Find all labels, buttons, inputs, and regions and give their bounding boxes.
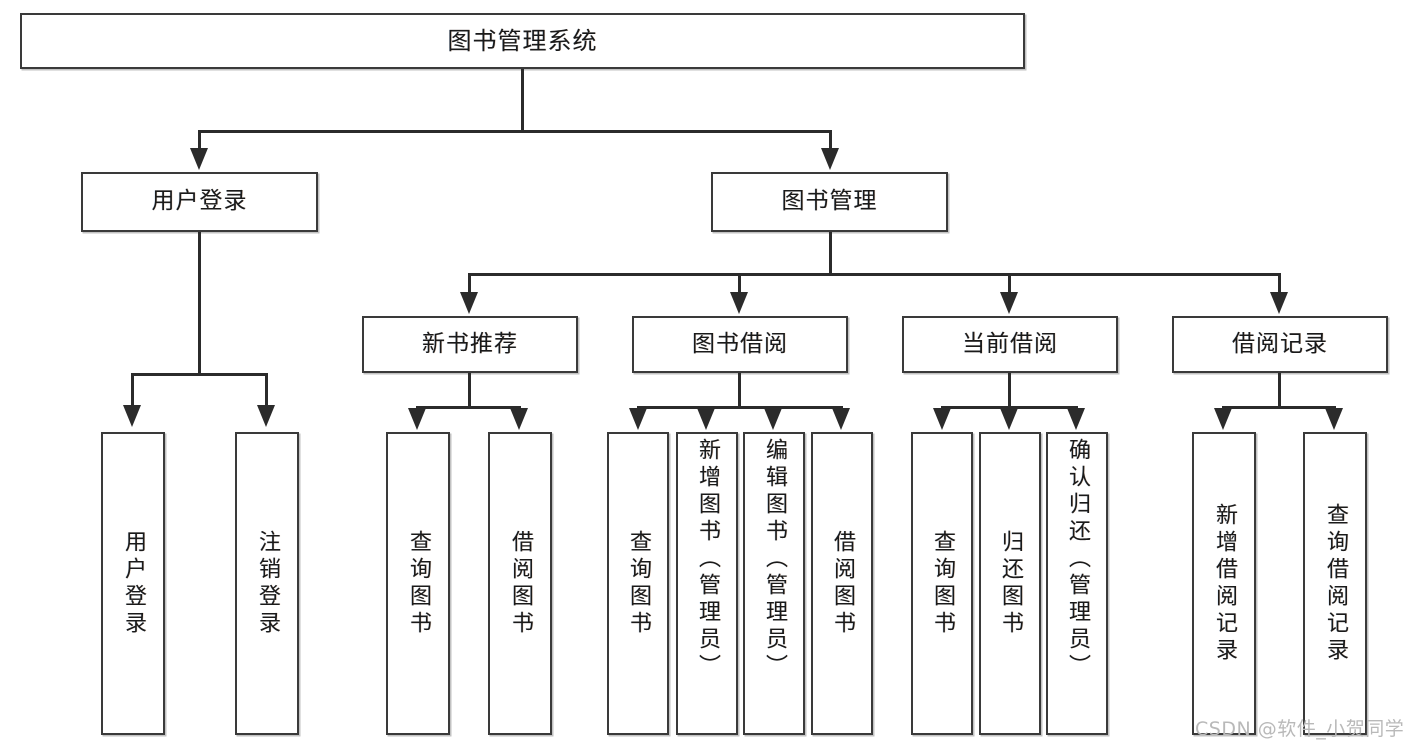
connector-to-book-borrow xyxy=(738,273,741,295)
arrowhead-book-borrow-1 xyxy=(629,408,647,430)
connector-book-management-stem xyxy=(829,232,832,274)
arrowhead-current-borrow-2 xyxy=(1000,408,1018,430)
node-label: 编辑图书（管理员） xyxy=(762,438,787,681)
node-label: 查询图书 xyxy=(406,529,431,638)
connector-current-borrow-stem xyxy=(1008,373,1011,407)
leaf-add-borrow-record[interactable]: 新增借阅记录 xyxy=(1192,432,1256,735)
leaf-query-book-borrow[interactable]: 查询图书 xyxy=(607,432,669,735)
node-label: 用户登录 xyxy=(151,188,248,215)
arrowhead-borrow-record-1 xyxy=(1214,408,1232,430)
connector-user-login-bus xyxy=(131,373,267,376)
connector-level2-bus xyxy=(198,130,832,133)
node-label: 借阅记录 xyxy=(1232,330,1328,357)
node-root-book-management-system[interactable]: 图书管理系统 xyxy=(20,13,1025,69)
node-label: 新增图书（管理员） xyxy=(695,438,720,681)
leaf-borrow-book-recommend[interactable]: 借阅图书 xyxy=(488,432,552,735)
leaf-add-book-admin[interactable]: 新增图书（管理员） xyxy=(676,432,738,735)
arrowhead-current-borrow-1 xyxy=(933,408,951,430)
arrowhead-book-borrow-2 xyxy=(697,408,715,430)
arrowhead-to-user-login xyxy=(190,148,208,170)
connector-to-borrow-record xyxy=(1278,273,1281,295)
node-label: 注销登录 xyxy=(255,529,280,638)
connector-new-book-bus xyxy=(416,406,521,409)
connector-root-stem xyxy=(521,69,524,131)
node-label: 新增借阅记录 xyxy=(1212,502,1237,665)
arrowhead-borrow-record-2 xyxy=(1325,408,1343,430)
node-book-borrow[interactable]: 图书借阅 xyxy=(632,316,848,373)
node-new-book-recommend[interactable]: 新书推荐 xyxy=(362,316,578,373)
connector-book-borrow-bus xyxy=(637,406,840,409)
arrowhead-book-borrow-4 xyxy=(832,408,850,430)
node-label: 用户登录 xyxy=(121,529,146,638)
leaf-confirm-return-admin[interactable]: 确认归还（管理员） xyxy=(1046,432,1108,735)
node-label: 查询图书 xyxy=(626,529,651,638)
leaf-return-book[interactable]: 归还图书 xyxy=(979,432,1041,735)
arrowhead-user-login-1 xyxy=(123,405,141,427)
connector-to-book-management xyxy=(829,130,832,152)
arrowhead-to-book-borrow xyxy=(730,292,748,314)
node-label: 借阅图书 xyxy=(830,529,855,638)
leaf-query-book-current[interactable]: 查询图书 xyxy=(911,432,973,735)
connector-user-login-stem xyxy=(198,232,201,374)
node-label: 查询图书 xyxy=(930,529,955,638)
connector-user-login-drop-2 xyxy=(265,373,268,408)
arrowhead-to-current-borrow xyxy=(1000,292,1018,314)
connector-book-borrow-stem xyxy=(738,373,741,407)
leaf-borrow-book[interactable]: 借阅图书 xyxy=(811,432,873,735)
arrowhead-new-book-2 xyxy=(510,408,528,430)
connector-level3-bus xyxy=(468,273,1280,276)
connector-to-user-login xyxy=(198,130,201,152)
node-current-borrow[interactable]: 当前借阅 xyxy=(902,316,1118,373)
leaf-query-book-recommend[interactable]: 查询图书 xyxy=(386,432,450,735)
arrowhead-new-book-1 xyxy=(408,408,426,430)
connector-user-login-drop-1 xyxy=(131,373,134,408)
arrowhead-user-login-2 xyxy=(257,405,275,427)
node-label: 确认归还（管理员） xyxy=(1065,438,1090,681)
leaf-user-login[interactable]: 用户登录 xyxy=(101,432,165,735)
node-label: 图书管理 xyxy=(781,188,878,215)
connector-to-current-borrow xyxy=(1008,273,1011,295)
connector-borrow-record-bus xyxy=(1222,406,1336,409)
node-label: 查询借阅记录 xyxy=(1323,502,1348,665)
node-label: 图书管理系统 xyxy=(447,26,598,55)
node-borrow-record[interactable]: 借阅记录 xyxy=(1172,316,1388,373)
leaf-edit-book-admin[interactable]: 编辑图书（管理员） xyxy=(743,432,805,735)
connector-new-book-stem xyxy=(468,373,471,407)
node-user-login[interactable]: 用户登录 xyxy=(81,172,318,232)
node-label: 归还图书 xyxy=(998,529,1023,638)
node-label: 借阅图书 xyxy=(508,529,533,638)
node-label: 图书借阅 xyxy=(692,330,788,357)
arrowhead-book-borrow-3 xyxy=(764,408,782,430)
leaf-query-borrow-record[interactable]: 查询借阅记录 xyxy=(1303,432,1367,735)
arrowhead-current-borrow-3 xyxy=(1067,408,1085,430)
arrowhead-to-book-management xyxy=(821,148,839,170)
connector-borrow-record-stem xyxy=(1278,373,1281,407)
node-label: 当前借阅 xyxy=(962,330,1058,357)
arrowhead-to-borrow-record xyxy=(1270,292,1288,314)
node-label: 新书推荐 xyxy=(422,330,518,357)
node-book-management[interactable]: 图书管理 xyxy=(711,172,948,232)
arrowhead-to-new-book-recommend xyxy=(460,292,478,314)
leaf-logout[interactable]: 注销登录 xyxy=(235,432,299,735)
connector-to-new-book-recommend xyxy=(468,273,471,295)
